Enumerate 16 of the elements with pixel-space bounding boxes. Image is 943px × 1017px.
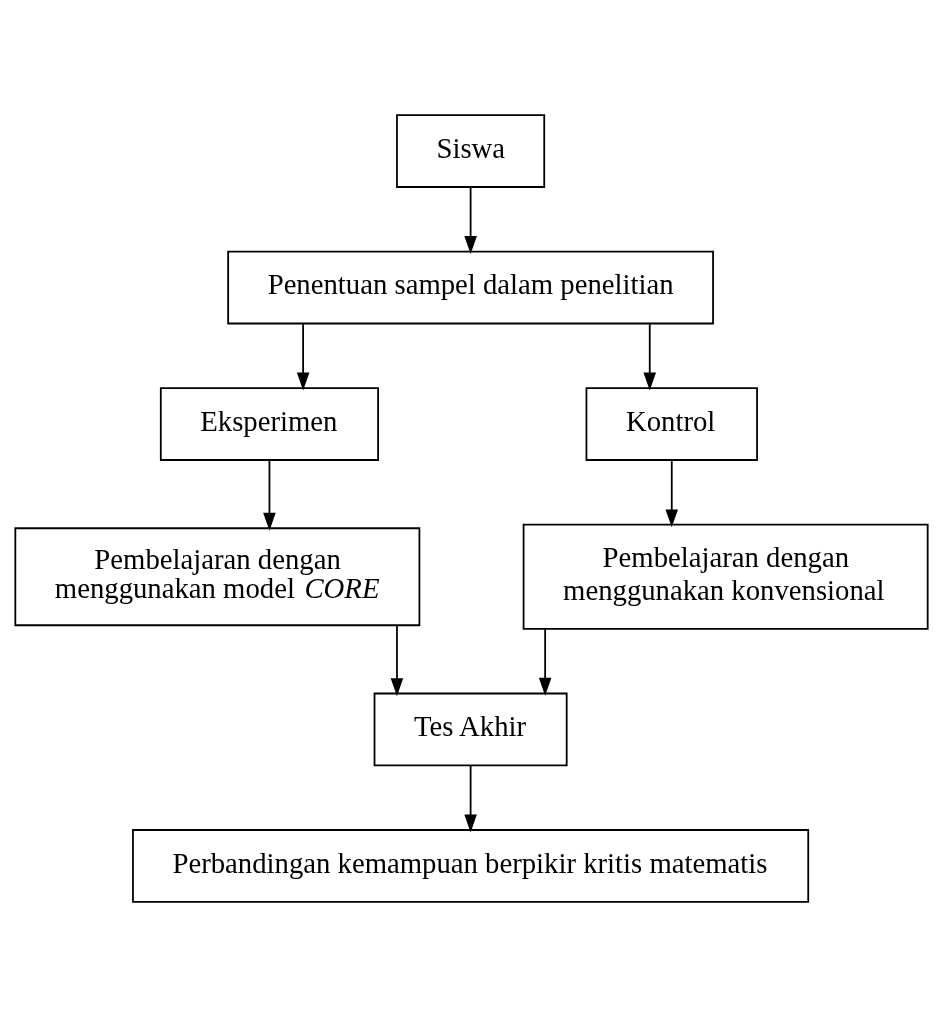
arrow bbox=[538, 628, 552, 696]
arrow bbox=[665, 459, 679, 528]
node-box: Eksperimen bbox=[159, 387, 379, 461]
node-box: Pembelajaran dengan menggunakan model CORE bbox=[14, 527, 421, 627]
arrow bbox=[464, 765, 477, 833]
node-box: Perbandingan kemampuan berpikir kritis matematis bbox=[132, 829, 810, 903]
arrow bbox=[643, 323, 657, 391]
node-box: Pembelajaran dengan menggunakan konvensional bbox=[522, 523, 929, 630]
node-box: Penentuan sampel dalam penelitian bbox=[227, 250, 714, 325]
arrow bbox=[296, 323, 310, 391]
arrow bbox=[390, 625, 404, 697]
arrow bbox=[263, 459, 276, 531]
node-box: Kontrol bbox=[585, 387, 758, 461]
arrow bbox=[464, 186, 477, 255]
node-box: Siswa bbox=[396, 114, 546, 188]
node-box: Tes Akhir bbox=[373, 692, 568, 767]
